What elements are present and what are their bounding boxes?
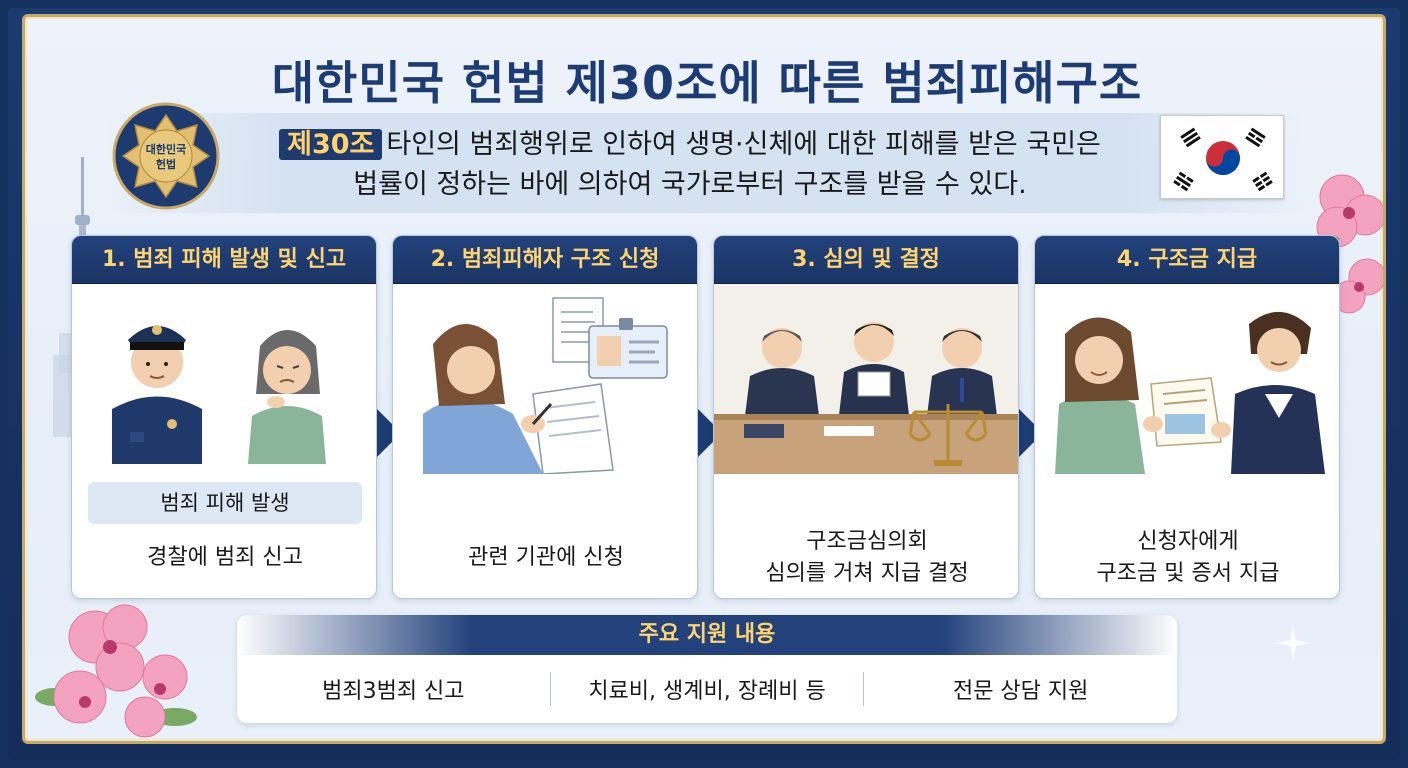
- step-2-text: 관련 기관에 신청: [468, 545, 624, 570]
- step-1-title: 1. 범죄 피해 발생 및 신고: [72, 236, 376, 284]
- committee-illustration: [714, 284, 1018, 474]
- support-title: 주요 지원 내용: [237, 615, 1177, 655]
- support-item-3: 전문 상담 지원: [952, 679, 1089, 704]
- arrow-right-icon: [1019, 409, 1043, 457]
- arrow-right-icon: [698, 409, 722, 457]
- divider: [549, 672, 551, 706]
- step-card-1: 1. 범죄 피해 발생 및 신고 범죄 피해 발생 경찰에 범죄 신고: [71, 235, 377, 599]
- korean-flag-icon: [1160, 115, 1284, 199]
- article-line2: 법률이 정하는 바에 의하여 국가로부터 구조를 받을 수 있다.: [353, 169, 1027, 200]
- step-card-4: 4. 구조금 지급 신청자에게 구조금 및 증서 지급: [1034, 235, 1340, 599]
- divider: [863, 672, 865, 706]
- mugunghwa-flower-icon: [35, 604, 197, 738]
- constitution-seal-icon: 대한민국 헌법: [112, 102, 220, 210]
- payment-illustration: [1055, 311, 1325, 474]
- article-tag: 제30조: [279, 129, 383, 160]
- seal-line2: 헌법: [156, 157, 176, 171]
- support-items: 범죄3범죄 신고 치료비, 생계비, 장례비 등 전문 상담 지원: [237, 655, 1177, 723]
- step-3-title: 3. 심의 및 결정: [714, 236, 1018, 284]
- article-line1: 타인의 범죄행위로 인하여 생명·신체에 대한 피해를 받은 국민은: [386, 129, 1101, 160]
- step-1-text: 경찰에 범죄 신고: [147, 545, 303, 570]
- step-3-text-line2: 심의를 거쳐 지급 결정: [765, 561, 969, 586]
- step-1-pill: 범죄 피해 발생: [88, 482, 362, 524]
- arrow-right-icon: [377, 409, 401, 457]
- sparkle-icon: [1275, 625, 1311, 661]
- support-item-2: 치료비, 생계비, 장례비 등: [588, 679, 826, 704]
- step-3-text-line1: 구조금심의회: [806, 529, 928, 554]
- support-item-1: 범죄3범죄 신고: [322, 679, 465, 704]
- police-and-victim-illustration: [112, 325, 326, 464]
- step-card-3: 3. 심의 및 결정: [713, 235, 1019, 599]
- step-card-2: 2. 범죄피해자 구조 신청 관련 기관에 신청: [392, 235, 698, 599]
- seal-line1: 대한민국: [146, 142, 186, 156]
- step-4-title: 4. 구조금 지급: [1035, 236, 1339, 284]
- application-illustration: [423, 297, 668, 474]
- page-title: 대한민국 헌법 제30조에 따른 범죄피해구조: [271, 56, 1143, 110]
- step-4-text-line1: 신청자에게: [1137, 529, 1239, 554]
- step-2-title: 2. 범죄피해자 구조 신청: [393, 236, 697, 284]
- support-box: 주요 지원 내용 범죄3범죄 신고 치료비, 생계비, 장례비 등 전문 상담 …: [237, 615, 1177, 723]
- step-4-text-line2: 구조금 및 증서 지급: [1096, 561, 1280, 586]
